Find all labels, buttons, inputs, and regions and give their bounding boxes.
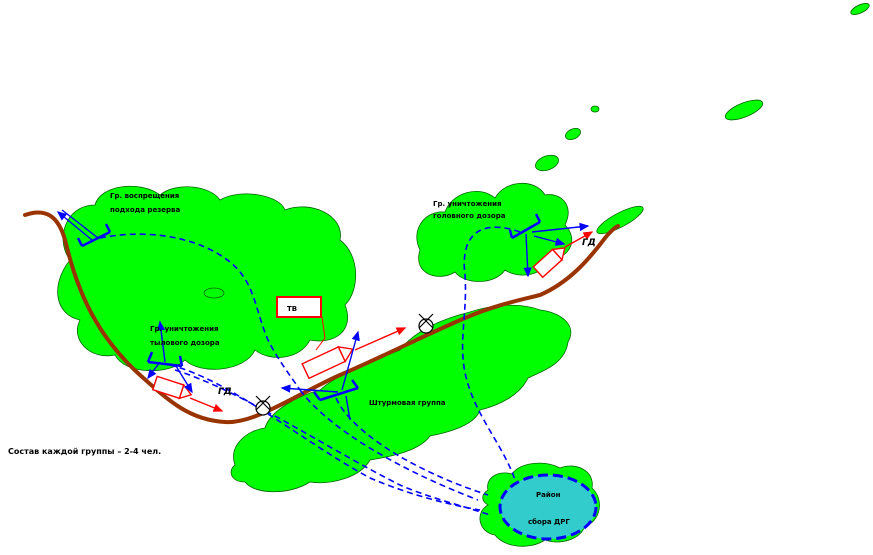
fire-arrows [56,209,590,421]
gd-right-label: ГД [582,238,596,248]
head-label-1: Гр. уничтожения [433,200,502,208]
obstruction-bracket [76,223,112,248]
assembly-label-1: Район [536,491,561,499]
forest-patch-3 [565,127,581,141]
obstruction-label-2: подхода резерва [110,206,180,214]
gd-right-arrow [564,231,594,248]
forest-patch-5 [850,3,870,15]
rear-label-2: тылового дозора [150,339,220,347]
vehicle-icon [301,346,354,380]
enemy-column [151,231,594,412]
forest-left [57,185,357,372]
clearing [203,287,225,299]
forest-strip [596,205,644,235]
tv-label: ТВ [287,305,297,313]
head-bracket [508,213,542,240]
assault-bracket [313,379,359,402]
rear-bracket [146,351,184,368]
obstruction-label-1: Гр. воспрещения [110,192,179,200]
forest-areas [57,3,870,547]
forest-center [230,304,572,493]
gd-left-label: ГД [218,387,232,397]
route-rear-1 [169,364,481,511]
gd-left-arrow [189,397,224,412]
vehicle-arrow [354,327,407,351]
group-markers [76,213,542,402]
head-label-2: головного дозора [433,212,506,220]
rear-label-1: Гр. уничтожения [150,325,219,333]
road [23,210,620,425]
forest-patch-1 [724,99,764,121]
forest-patch-4 [590,105,600,113]
tv-box [276,296,322,318]
mine-icon [418,313,434,334]
gd-right-vehicle-icon [532,247,566,279]
route-assault [335,397,489,496]
forest-patch-2 [535,154,559,172]
gd-left-vehicle-icon [151,375,193,400]
route-head [461,226,521,481]
tv-connector [315,316,326,351]
route-rear-2 [174,369,491,516]
route-obstruction-down [299,389,479,501]
mine-icon [255,395,271,416]
approach-routes [99,226,521,516]
assembly-area [498,473,598,541]
assault-label: Штурмовая группа [369,399,446,407]
route-to-obstruction [99,233,301,391]
assembly-label-2: сбора ДРГ [528,518,570,526]
composition-note: Состав каждой группы – 2-4 чел. [8,447,161,456]
